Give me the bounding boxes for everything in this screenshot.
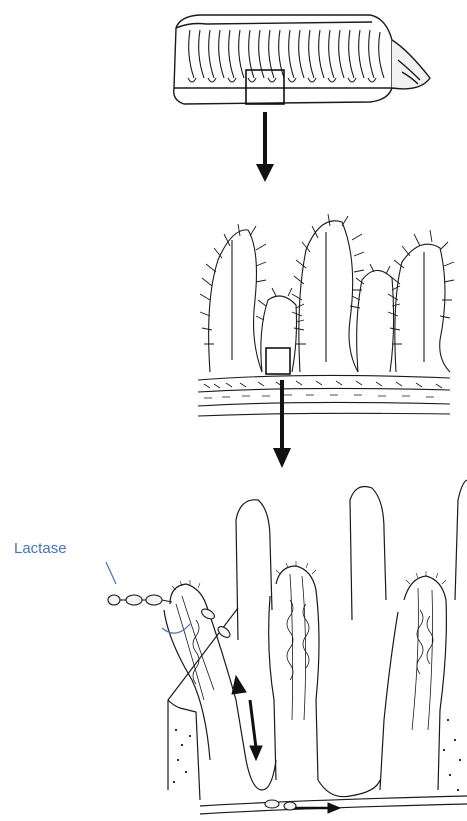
down-arrow-icon [256, 112, 274, 182]
lactase-label: Lactase [14, 540, 67, 557]
intestine-segment [174, 15, 430, 104]
down-arrow-icon [273, 380, 291, 468]
zoom-box-icon [266, 348, 290, 374]
villi-folds [198, 214, 454, 416]
zoom-box-icon [246, 70, 284, 104]
lactase-enzyme-icon [108, 595, 296, 810]
lactase-bracket [162, 624, 190, 633]
flow-arrows [232, 676, 340, 813]
lactase-pointer [106, 562, 116, 584]
villi-microscopic [164, 480, 467, 814]
